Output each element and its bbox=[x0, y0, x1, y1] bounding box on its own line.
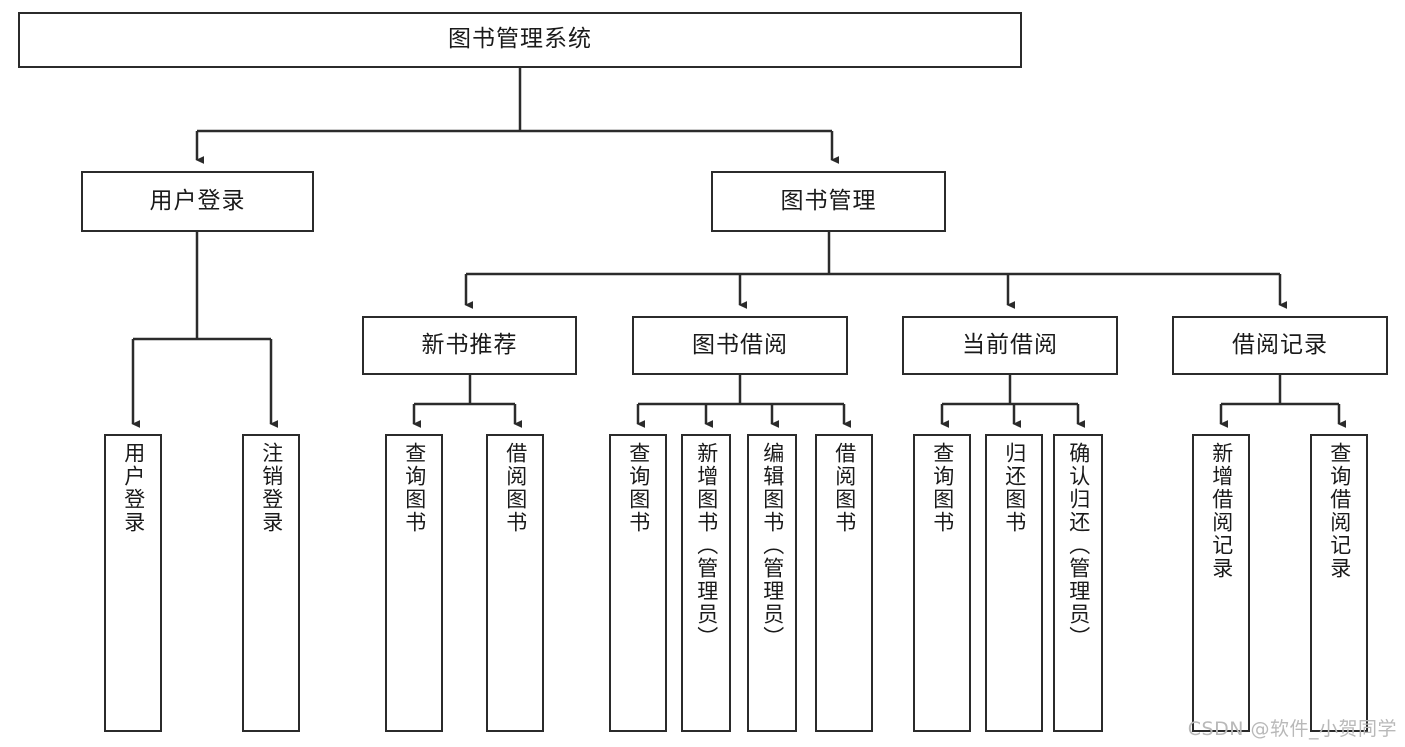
node-label: 查询图书 bbox=[626, 442, 651, 534]
node-leaf-query-book-1[interactable]: 查询图书 bbox=[385, 434, 443, 732]
node-book-borrow[interactable]: 图书借阅 bbox=[632, 316, 848, 375]
watermark-text: CSDN @软件_小贺同学 bbox=[1187, 718, 1397, 740]
node-leaf-add-borrow-record[interactable]: 新增借阅记录 bbox=[1192, 434, 1250, 732]
node-root-system[interactable]: 图书管理系统 bbox=[18, 12, 1022, 68]
node-label: 归还图书 bbox=[1002, 442, 1027, 534]
node-leaf-edit-book-admin[interactable]: 编辑图书（管理员） bbox=[747, 434, 797, 732]
node-user-login[interactable]: 用户登录 bbox=[81, 171, 314, 232]
node-leaf-borrow-book-2[interactable]: 借阅图书 bbox=[815, 434, 873, 732]
node-leaf-borrow-book-1[interactable]: 借阅图书 bbox=[486, 434, 544, 732]
node-label: 新增图书（管理员） bbox=[694, 442, 719, 649]
node-leaf-logout-login[interactable]: 注销登录 bbox=[242, 434, 300, 732]
node-label: 查询借阅记录 bbox=[1327, 442, 1352, 580]
node-leaf-add-book-admin[interactable]: 新增图书（管理员） bbox=[681, 434, 731, 732]
node-label: 借阅记录 bbox=[1232, 331, 1328, 358]
node-label: 图书管理 bbox=[780, 187, 877, 214]
node-book-manage[interactable]: 图书管理 bbox=[711, 171, 946, 232]
node-label: 注销登录 bbox=[259, 442, 284, 534]
node-label: 借阅图书 bbox=[503, 442, 528, 534]
node-current-borrow[interactable]: 当前借阅 bbox=[902, 316, 1118, 375]
node-label: 查询图书 bbox=[402, 442, 427, 534]
node-label: 新书推荐 bbox=[421, 331, 518, 358]
node-label: 确认归还（管理员） bbox=[1066, 442, 1091, 649]
node-label: 图书借阅 bbox=[692, 331, 788, 358]
node-label: 图书管理系统 bbox=[448, 26, 592, 53]
node-leaf-confirm-return-admin[interactable]: 确认归还（管理员） bbox=[1053, 434, 1103, 732]
node-leaf-query-borrow-record[interactable]: 查询借阅记录 bbox=[1310, 434, 1368, 732]
node-leaf-query-book-3[interactable]: 查询图书 bbox=[913, 434, 971, 732]
node-leaf-query-book-2[interactable]: 查询图书 bbox=[609, 434, 667, 732]
node-label: 新增借阅记录 bbox=[1209, 442, 1234, 580]
node-label: 编辑图书（管理员） bbox=[760, 442, 785, 649]
node-leaf-user-login[interactable]: 用户登录 bbox=[104, 434, 162, 732]
node-label: 借阅图书 bbox=[832, 442, 857, 534]
node-label: 用户登录 bbox=[149, 187, 246, 214]
node-label: 查询图书 bbox=[930, 442, 955, 534]
node-borrow-record[interactable]: 借阅记录 bbox=[1172, 316, 1388, 375]
node-new-book-recommend[interactable]: 新书推荐 bbox=[362, 316, 577, 375]
node-leaf-return-book[interactable]: 归还图书 bbox=[985, 434, 1043, 732]
node-label: 用户登录 bbox=[121, 442, 146, 534]
node-label: 当前借阅 bbox=[962, 331, 1058, 358]
